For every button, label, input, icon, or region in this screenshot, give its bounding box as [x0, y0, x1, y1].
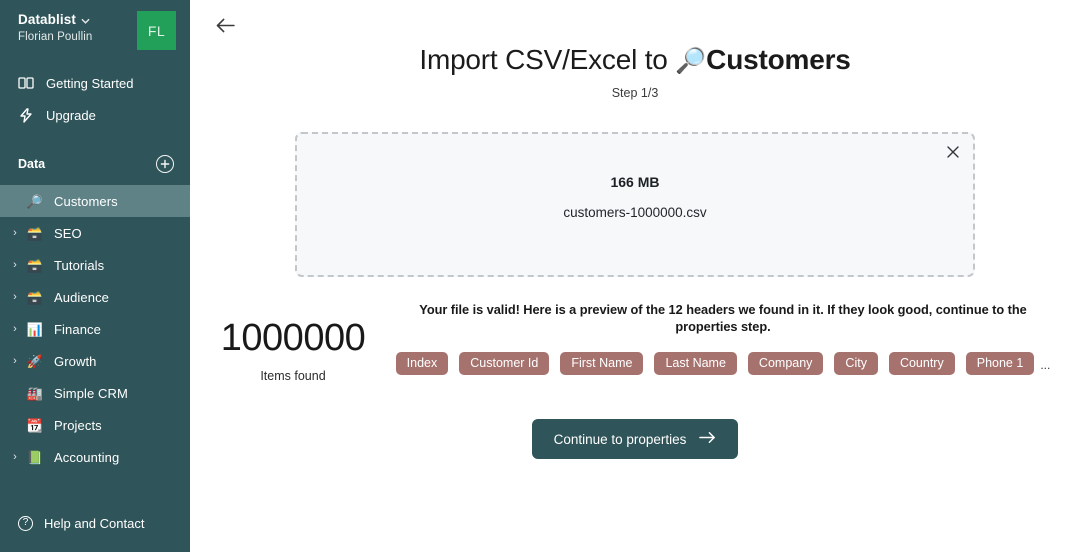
- page-title: Import CSV/Excel to 🔎Customers: [190, 44, 1080, 76]
- arrow-right-icon: [699, 431, 716, 447]
- sidebar-top-nav: Getting Started Upgrade: [0, 58, 190, 131]
- chevron-right-icon[interactable]: ›: [13, 291, 17, 303]
- collection-emoji-icon: 🏭: [26, 385, 44, 401]
- workspace-header[interactable]: Datablist Florian Poullin FL: [0, 0, 190, 58]
- file-dropzone[interactable]: 166 MB customers-1000000.csv: [295, 132, 975, 278]
- help-label: Help and Contact: [44, 515, 145, 531]
- sidebar-item-help-and-contact[interactable]: ? Help and Contact: [0, 508, 190, 538]
- headers-preview: Your file is valid! Here is a preview of…: [388, 301, 1072, 383]
- chevron-right-icon[interactable]: ›: [13, 323, 17, 335]
- sidebar-item-customers[interactable]: ›🔎Customers: [0, 185, 190, 217]
- sidebar-item-growth[interactable]: › 🚀 Growth: [0, 345, 190, 377]
- continue-to-properties-button[interactable]: Continue to properties: [531, 419, 739, 460]
- header-tag[interactable]: City: [834, 351, 878, 376]
- sidebar-item-label: Growth: [54, 353, 97, 369]
- sidebar-item-label: Finance: [54, 321, 101, 337]
- step-indicator: Step 1/3: [611, 86, 659, 101]
- section-title: Data: [18, 157, 46, 171]
- collection-emoji-icon: 🗃️: [26, 225, 44, 241]
- book-icon: [18, 76, 34, 90]
- chevron-down-icon[interactable]: [81, 16, 90, 26]
- file-size: 166 MB: [610, 173, 660, 190]
- file-name: customers-1000000.csv: [563, 204, 707, 220]
- chevron-right-icon[interactable]: ›: [13, 355, 17, 367]
- sidebar-item-accounting[interactable]: › 📗 Accounting: [0, 441, 190, 473]
- sidebar-item-label: Getting Started: [46, 75, 134, 91]
- sidebar-item-label: Tutorials: [54, 257, 105, 273]
- workspace-name-row[interactable]: Datablist: [18, 12, 137, 27]
- items-found-count: 1000000: [220, 317, 366, 360]
- import-result: 1000000 Items found Your file is valid! …: [190, 301, 1080, 383]
- sidebar-item-audience[interactable]: › 🗃️ Audience: [0, 281, 190, 313]
- header-tag[interactable]: First Name: [560, 351, 644, 376]
- chevron-right-icon[interactable]: ›: [13, 451, 17, 463]
- question-circle-icon: ?: [18, 515, 33, 531]
- chevron-right-icon[interactable]: ›: [13, 259, 17, 271]
- sidebar-item-finance[interactable]: › 📊 Finance: [0, 313, 190, 345]
- cta-label: Continue to properties: [553, 431, 687, 447]
- import-wizard: Import CSV/Excel to 🔎Customers Step 1/3 …: [190, 0, 1080, 460]
- lightning-bolt-icon: [18, 107, 34, 123]
- page-title-target: Customers: [706, 44, 851, 75]
- header-tag[interactable]: Index: [395, 351, 449, 376]
- main-content: Import CSV/Excel to 🔎Customers Step 1/3 …: [190, 0, 1080, 552]
- collection-emoji-icon: 📊: [26, 321, 44, 337]
- data-tree: › 🔎 Customers › 🗃️ SEO › 🗃️ Tutorials › 🗃️ Audience…: [0, 185, 190, 473]
- workspace-user: Florian Poullin: [18, 31, 93, 43]
- sidebar-item-label: Projects: [54, 417, 102, 433]
- cta-container: Continue to properties: [190, 419, 1080, 460]
- sidebar-item-label: Audience: [54, 289, 110, 305]
- workspace-name: Datablist: [18, 12, 76, 27]
- sidebar-item-seo[interactable]: › 🗃️ SEO: [0, 217, 190, 249]
- sidebar-item-tutorials[interactable]: › 🗃️ Tutorials: [0, 249, 190, 281]
- collection-emoji-icon: 🚀: [26, 353, 44, 369]
- sidebar-item-label: Simple CRM: [54, 385, 128, 401]
- collection-emoji-icon: 📆: [26, 417, 44, 433]
- close-icon[interactable]: [943, 142, 963, 162]
- header-tag[interactable]: Country: [888, 351, 955, 376]
- validation-message: Your file is valid! Here is a preview of…: [419, 302, 1027, 335]
- header-tag[interactable]: Phone 1: [965, 351, 1035, 376]
- sidebar-item-label: Customers: [54, 193, 118, 209]
- collection-emoji-icon: 🔎: [26, 193, 44, 209]
- sidebar-item-label: Upgrade: [46, 107, 96, 123]
- sidebar-footer: ? Help and Contact: [0, 508, 190, 552]
- data-section-header: Data: [0, 147, 190, 181]
- header-tag[interactable]: Company: [747, 351, 824, 376]
- sidebar: Datablist Florian Poullin FL Getting Sta…: [0, 0, 190, 552]
- workspace-text: Datablist Florian Poullin: [18, 11, 137, 43]
- header-tag[interactable]: Customer Id: [459, 351, 550, 376]
- header-tag[interactable]: Last Name: [654, 351, 737, 376]
- collection-emoji-icon: 🗃️: [26, 289, 44, 305]
- collection-emoji-icon: 📗: [26, 449, 44, 465]
- page-title-prefix: Import CSV/Excel to: [419, 44, 676, 75]
- header-tag-list: Index Customer Id First Name Last Name Compa…: [388, 351, 1058, 376]
- magnifier-icon: 🔎: [675, 47, 707, 75]
- plus-circle-icon[interactable]: [156, 155, 174, 173]
- sidebar-item-projects[interactable]: ›📆Projects: [0, 409, 190, 441]
- chevron-right-icon[interactable]: ›: [13, 227, 17, 239]
- items-found-block: 1000000 Items found: [198, 301, 388, 383]
- arrow-left-icon[interactable]: [210, 10, 240, 40]
- headers-overflow-ellipsis: ...: [1040, 358, 1051, 373]
- items-found-label: Items found: [260, 369, 326, 384]
- sidebar-item-getting-started[interactable]: Getting Started: [0, 67, 190, 99]
- sidebar-item-upgrade[interactable]: Upgrade: [0, 99, 190, 131]
- sidebar-item-label: SEO: [54, 225, 82, 241]
- avatar[interactable]: FL: [137, 11, 176, 50]
- collection-emoji-icon: 🗃️: [26, 257, 44, 273]
- sidebar-item-label: Accounting: [54, 449, 120, 465]
- sidebar-item-simple-crm[interactable]: ›🏭Simple CRM: [0, 377, 190, 409]
